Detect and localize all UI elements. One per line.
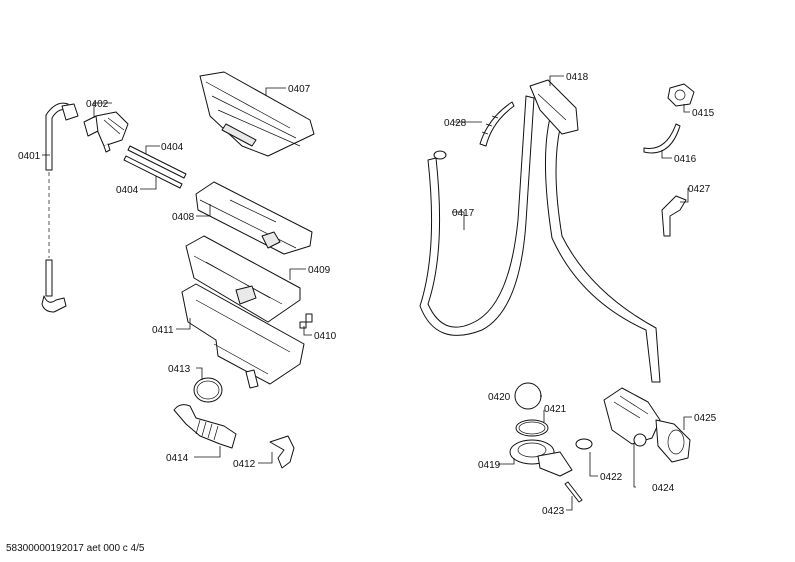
- part-0414-bellows-hose: [173, 404, 237, 449]
- part-0416-small-hose: [643, 123, 681, 154]
- label-0407: 0407: [288, 84, 311, 95]
- label-0416: 0416: [674, 154, 697, 165]
- part-0425-pump-outlet: [655, 419, 691, 463]
- label-0404-lower: 0404: [116, 185, 139, 196]
- label-0402: 0402: [86, 99, 109, 110]
- label-0422: 0422: [600, 472, 623, 483]
- part-0413-seal-ring: [193, 377, 223, 403]
- label-0408: 0408: [172, 212, 195, 223]
- label-0425: 0425: [694, 413, 717, 424]
- part-0408-drawer: [195, 181, 313, 255]
- label-0410: 0410: [314, 331, 337, 342]
- part-0402-inlet-valve: [83, 111, 129, 153]
- part-0422-small-clamp: [575, 438, 593, 450]
- part-0410-screws: [299, 313, 313, 329]
- label-0423: 0423: [542, 506, 565, 517]
- label-0415: 0415: [692, 108, 715, 119]
- label-0409: 0409: [308, 265, 331, 276]
- part-0428-short-hose: [479, 101, 515, 147]
- part-0421-clamp: [515, 419, 549, 437]
- label-0411: 0411: [152, 325, 174, 336]
- part-0415-pressure-switch: [667, 83, 695, 107]
- label-0419: 0419: [478, 460, 501, 471]
- label-0427: 0427: [688, 184, 711, 195]
- part-0418-pump-hose: [529, 79, 661, 383]
- part-0404-rods: [123, 145, 187, 189]
- part-0401-inlet-hose: [41, 102, 79, 313]
- label-0413: 0413: [168, 364, 191, 375]
- label-0412: 0412: [233, 459, 256, 470]
- label-0414: 0414: [166, 453, 189, 464]
- label-0418: 0418: [566, 72, 589, 83]
- label-0421: 0421: [544, 404, 567, 415]
- part-0423-screw: [564, 481, 583, 503]
- part-0411-tray-base: [181, 283, 305, 389]
- part-0420-disk: [514, 382, 542, 410]
- label-0424: 0424: [652, 483, 675, 494]
- label-0420: 0420: [488, 392, 511, 403]
- part-0417-drain-hose: [419, 95, 535, 336]
- part-0427-bracket: [661, 195, 687, 237]
- leader-lines: [42, 75, 692, 511]
- label-0404-upper: 0404: [161, 142, 184, 153]
- part-0407-drawer-cover: [199, 71, 315, 157]
- label-0428: 0428: [444, 118, 467, 129]
- part-0409-drawer-housing: [185, 235, 301, 323]
- label-0417: 0417: [452, 208, 475, 219]
- document-id-footer: 58300000192017 aet 000 c 4/5: [6, 543, 145, 554]
- label-0401: 0401: [18, 151, 41, 162]
- part-0412-elbow: [269, 435, 295, 469]
- part-0419-filter-housing: [509, 439, 573, 477]
- part-0424-pump: [603, 387, 661, 447]
